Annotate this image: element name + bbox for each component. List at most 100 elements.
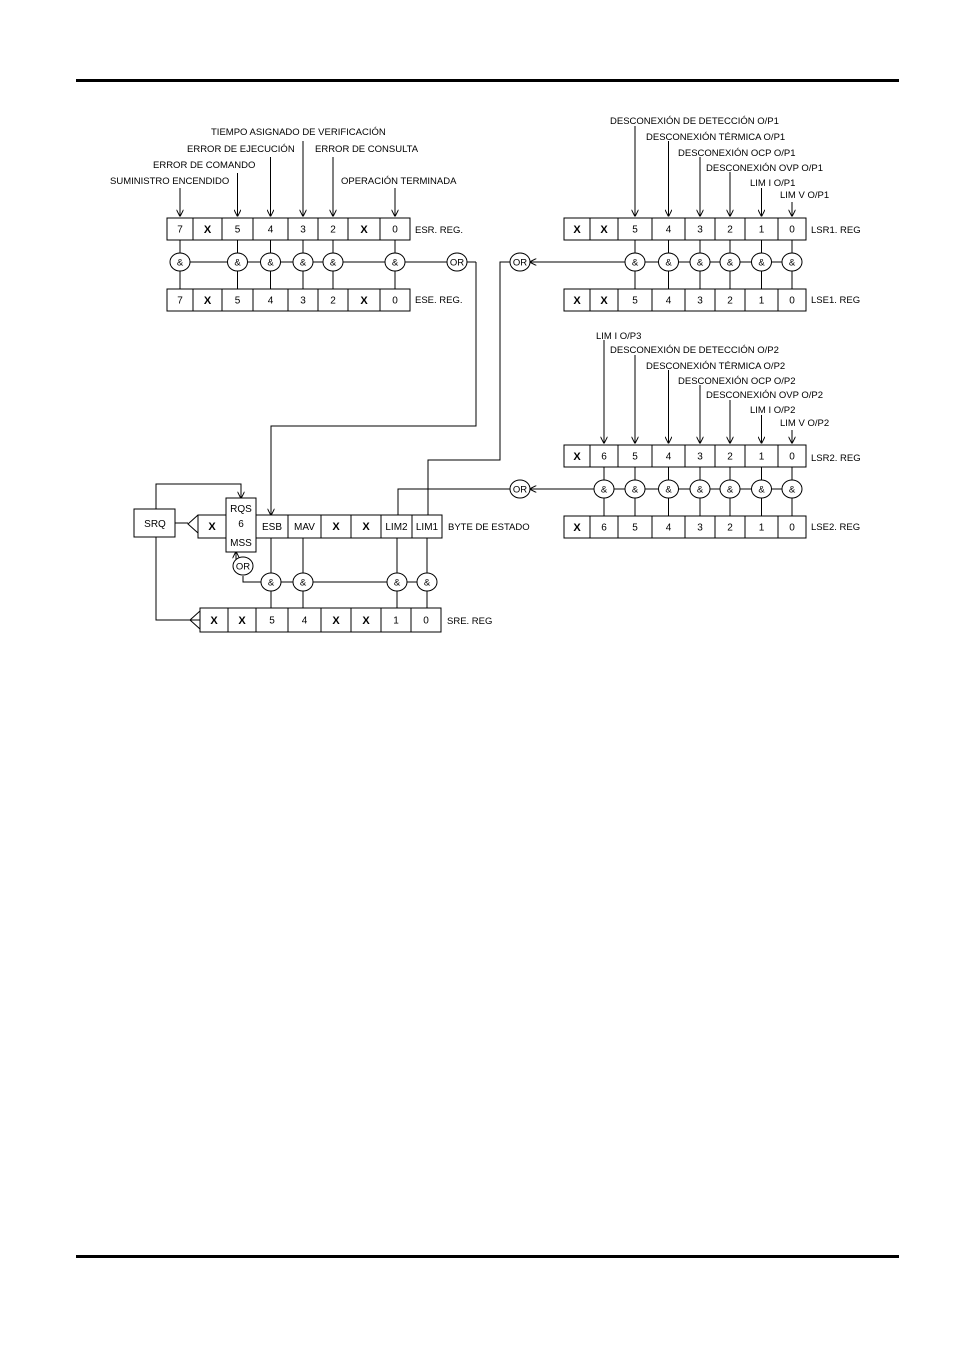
sre-cell-7-text: 0 <box>423 616 429 627</box>
lsr2-and-gate-1 <box>593 479 615 499</box>
lsr1-cell-4-text: 3 <box>697 225 703 236</box>
status-byte-cell-0-text: X <box>208 521 216 533</box>
lsr1-cell-2-text: 5 <box>632 225 638 236</box>
lse1-cell-1-text: X <box>600 295 608 307</box>
sre-and-gate-3-symbol: & <box>424 578 431 589</box>
esr-annotation-3: TIEMPO ASIGNADO DE VERIFICACIÓN <box>211 127 386 138</box>
lsr1-cell-5-text: 2 <box>727 225 733 236</box>
lsr1-annotation-2: DESCONEXIÓN OCP O/P1 <box>678 148 796 159</box>
lsr1-and-gate-2-symbol: & <box>632 258 639 269</box>
lsr1-and-gate-3 <box>658 252 679 272</box>
lse2-cell-6-text: 1 <box>759 523 765 534</box>
status-byte-label: BYTE DE ESTADO <box>448 522 530 533</box>
lse1-cell-6-text: 1 <box>759 296 765 307</box>
lsr2-or-gate <box>509 479 531 499</box>
lsr1-and-gate-7-symbol: & <box>789 258 796 269</box>
lsr1-and-gate-4-symbol: & <box>697 258 704 269</box>
esr-and-gate-5 <box>322 252 344 272</box>
lse1-cell-5-text: 2 <box>727 296 733 307</box>
srq-rqs-wire <box>155 483 241 509</box>
lsr1-cell-7 <box>777 217 807 241</box>
status-byte-cell-3-text: MAV <box>294 522 315 533</box>
lse2-cell-4-text: 3 <box>697 523 703 534</box>
esr-cell-3-text: 4 <box>268 225 274 236</box>
lse1-label: LSE1. REG <box>811 295 860 306</box>
sre-cell-1-text: X <box>238 615 246 627</box>
ese-cell-1-text: X <box>204 295 212 307</box>
esr-annotation-1: ERROR DE COMANDO <box>153 160 255 171</box>
lsr2-and-gate-1-symbol: & <box>601 485 608 496</box>
lsr2-annotation-5: LIM I O/P2 <box>750 405 795 416</box>
lsr2-cell-6-text: 1 <box>759 452 765 463</box>
lsr2-cell-0-text: X <box>573 451 581 463</box>
lse1-cell-7-text: 0 <box>789 296 795 307</box>
lsr1-cell-0-text: X <box>573 224 581 236</box>
sre-and-gate-2 <box>386 572 408 592</box>
esr-cell-4-text: 3 <box>300 225 306 236</box>
esr-and-gate-7-symbol: & <box>392 258 399 269</box>
lsr2-cell-7 <box>777 444 807 468</box>
esr-cell-0-text: 7 <box>177 225 183 236</box>
esr-annotation-4: ERROR DE CONSULTA <box>315 144 419 155</box>
lsr2-cell-1-text: 6 <box>601 452 607 463</box>
status-byte-cell-6-text: LIM2 <box>385 522 408 533</box>
esr-cell-1-text: X <box>204 224 212 236</box>
lse1-cell-7 <box>777 288 807 312</box>
lsr2-and-gate-3 <box>658 479 679 499</box>
esb-feed-wire <box>271 262 477 515</box>
ese-cell-3-text: 4 <box>268 296 274 307</box>
lsr2-cell-7-text: 0 <box>789 452 795 463</box>
lsr2-and-gate-6 <box>751 479 772 499</box>
lsr2-cell-2-text: 5 <box>632 452 638 463</box>
sre-and-gate-0-symbol: & <box>268 578 275 589</box>
ese-cell-5-text: 2 <box>330 296 336 307</box>
esr-cell-5-text: 2 <box>330 225 336 236</box>
ese-cell-7-text: 0 <box>392 296 398 307</box>
lsr1-and-gate-7 <box>781 252 803 272</box>
status-byte-cell-1-line-0: RQS <box>230 504 252 515</box>
sre-cell-5-text: X <box>362 615 370 627</box>
esr-label: ESR. REG. <box>415 225 463 236</box>
lsr1-cell-6-text: 1 <box>759 225 765 236</box>
lse2-cell-0-text: X <box>573 522 581 534</box>
status-or-gate-symbol: OR <box>236 562 250 573</box>
status-byte-cell-7 <box>411 514 443 539</box>
lsr1-and-gate-4 <box>689 252 711 272</box>
lsr2-label: LSR2. REG <box>811 453 861 464</box>
lsr2-and-gate-2-symbol: & <box>632 485 639 496</box>
bottom-rule <box>76 1255 899 1258</box>
status-or-gate <box>232 556 254 576</box>
ese-cell-7 <box>379 288 411 312</box>
sre-and-gate-0 <box>260 572 282 592</box>
esr-or-gate-symbol: OR <box>450 258 464 269</box>
lse2-cell-2-text: 5 <box>632 523 638 534</box>
lsr2-annotation-6: LIM V O/P2 <box>780 418 829 429</box>
lsr2-annotation-1: DESCONEXIÓN DE DETECCIÓN O/P2 <box>610 345 779 356</box>
lse1-cell-2-text: 5 <box>632 296 638 307</box>
ese-cell-0-text: 7 <box>177 296 183 307</box>
lsr1-and-gate-3-symbol: & <box>665 258 672 269</box>
lsr2-annotation-2: DESCONEXIÓN TÉRMICA O/P2 <box>646 361 785 372</box>
lsr1-and-gate-2 <box>624 252 646 272</box>
lsr1-label: LSR1. REG <box>811 225 861 236</box>
lse2-cell-7 <box>777 515 807 539</box>
esr-cell-7 <box>379 217 411 241</box>
lsr2-cell-4-text: 3 <box>697 452 703 463</box>
sre-label: SRE. REG <box>447 616 492 627</box>
status-byte-cell-7-text: LIM1 <box>416 522 439 533</box>
sre-cell-0-text: X <box>210 615 218 627</box>
esr-or-gate <box>446 252 468 272</box>
lsr1-annotation-3: DESCONEXIÓN OVP O/P1 <box>706 163 823 174</box>
lsr1-and-gate-5 <box>719 252 741 272</box>
esr-cell-7-text: 0 <box>392 225 398 236</box>
sre-cell-7 <box>410 607 442 633</box>
esr-and-gate-4-symbol: & <box>300 258 307 269</box>
srq-sre-wire <box>155 537 200 621</box>
esr-and-gate-4 <box>292 252 314 272</box>
esr-and-gate-0-symbol: & <box>177 258 184 269</box>
esr-and-gate-3-symbol: & <box>267 258 274 269</box>
lsr1-or-gate <box>509 252 531 272</box>
status-byte-cell-1-line-1: 6 <box>238 519 244 530</box>
ese-cell-6-text: X <box>360 295 368 307</box>
ese-label: ESE. REG. <box>415 295 463 306</box>
